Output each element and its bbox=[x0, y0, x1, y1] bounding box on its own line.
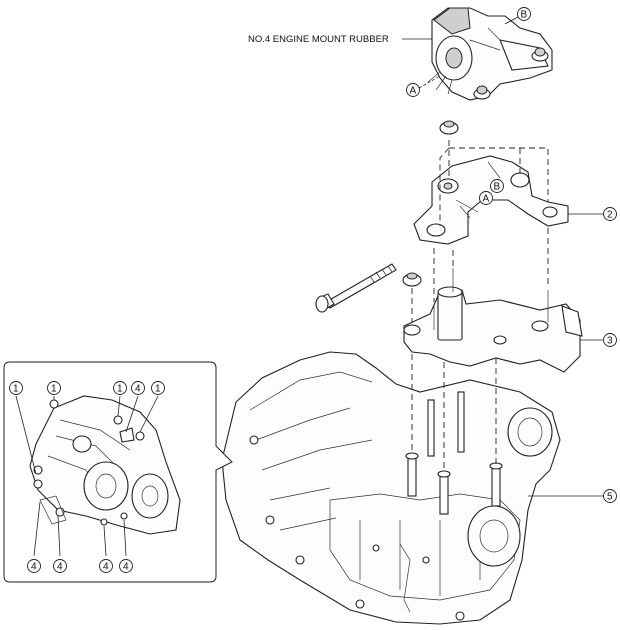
alignment-guides-upper bbox=[439, 140, 549, 226]
inset-callout-4-a: 4 bbox=[131, 381, 145, 395]
svg-text:1: 1 bbox=[13, 384, 19, 395]
inset-callout-1-b: 1 bbox=[47, 381, 61, 395]
svg-text:A: A bbox=[483, 194, 490, 205]
svg-text:1: 1 bbox=[155, 384, 161, 395]
inset-leaders bbox=[15, 395, 159, 557]
svg-text:1: 1 bbox=[117, 384, 123, 395]
callout-2: 2 bbox=[603, 207, 617, 221]
callout-b-bracket: B bbox=[490, 179, 504, 193]
engine-mount-rubber-label: NO.4 ENGINE MOUNT RUBBER bbox=[248, 34, 389, 45]
svg-text:5: 5 bbox=[607, 492, 613, 503]
inset-callout-1-c: 1 bbox=[113, 381, 127, 395]
svg-text:1: 1 bbox=[51, 384, 57, 395]
inset-callout-1-d: 1 bbox=[151, 381, 165, 395]
inset-callout-1-a: 1 bbox=[9, 381, 23, 395]
callout-3: 3 bbox=[603, 333, 617, 347]
svg-text:3: 3 bbox=[607, 336, 613, 347]
inset-callout-4-c: 4 bbox=[53, 559, 67, 573]
svg-text:2: 2 bbox=[607, 210, 613, 221]
engine-mount-rubber bbox=[427, 7, 553, 101]
inset-callout-4-e: 4 bbox=[119, 559, 133, 573]
callout-a-top: A bbox=[406, 75, 441, 97]
svg-text:4: 4 bbox=[123, 562, 129, 573]
callout-b-top: B bbox=[504, 7, 531, 25]
svg-text:4: 4 bbox=[103, 562, 109, 573]
callout-5: 5 bbox=[603, 489, 617, 503]
inset-transaxle-case bbox=[29, 395, 181, 535]
svg-text:B: B bbox=[494, 182, 501, 193]
mount-nut bbox=[439, 120, 459, 135]
alignment-guides-lower bbox=[411, 354, 497, 472]
svg-text:4: 4 bbox=[135, 384, 141, 395]
callout-a-bracket: A bbox=[479, 191, 493, 205]
alignment-guides-middle bbox=[411, 228, 549, 322]
svg-text:4: 4 bbox=[57, 562, 63, 573]
transaxle-studs bbox=[405, 391, 503, 515]
transaxle-bracket bbox=[403, 268, 583, 373]
transaxle-case bbox=[221, 351, 561, 625]
svg-text:4: 4 bbox=[31, 562, 37, 573]
bracket-nut bbox=[402, 272, 422, 287]
through-bolt bbox=[315, 263, 397, 313]
inset-callout-4-d: 4 bbox=[99, 559, 113, 573]
svg-text:B: B bbox=[521, 10, 528, 21]
svg-text:A: A bbox=[410, 86, 417, 97]
inset-callout-4-b: 4 bbox=[27, 559, 41, 573]
